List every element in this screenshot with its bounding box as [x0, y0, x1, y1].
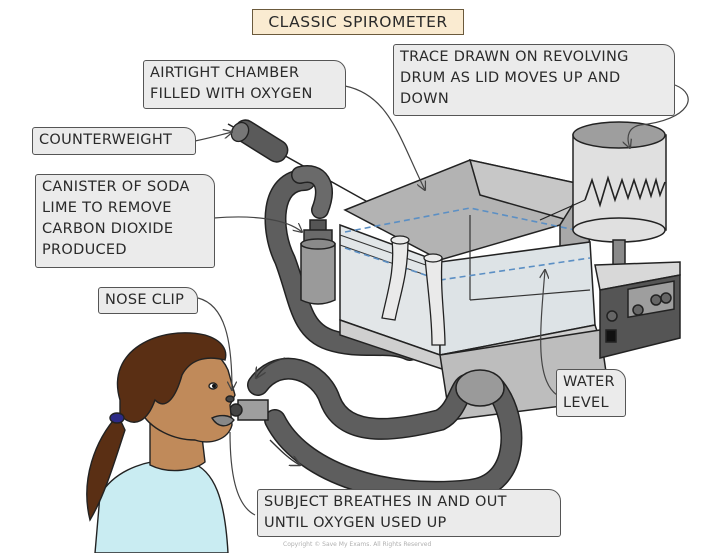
spirometer-lid	[343, 159, 591, 262]
water-tank	[339, 215, 611, 421]
control-box	[594, 261, 681, 359]
copyright-notice: Copyright © Save My Exams. All Rights Re…	[283, 541, 432, 548]
label-airtight-chamber: AIRTIGHT CHAMBER FILLED WITH OXYGEN	[143, 60, 346, 109]
inner-tubes	[381, 235, 446, 346]
airflow-arrows	[256, 357, 300, 465]
shirt	[94, 459, 229, 553]
open-mouth	[211, 414, 235, 427]
soda-lime-canister	[300, 219, 336, 305]
nose-clip-icon	[225, 395, 235, 403]
mouthpiece	[229, 399, 269, 421]
trace-line	[584, 175, 666, 208]
ponytail	[86, 413, 126, 522]
label-trace-drum: TRACE DRAWN ON REVOLVING DRUM AS LID MOV…	[393, 44, 675, 116]
label-counterweight: COUNTERWEIGHT	[32, 127, 196, 155]
label-nose-clip: NOSE CLIP	[98, 287, 198, 314]
subject-person	[86, 332, 236, 553]
label-water-level: WATER LEVEL	[556, 369, 626, 417]
hair-tie	[109, 412, 125, 424]
leader-lines	[194, 84, 689, 516]
hair	[117, 332, 227, 423]
breathing-tubes	[247, 357, 523, 503]
label-soda-lime: CANISTER OF SODA LIME TO REMOVE CARBON D…	[35, 174, 215, 268]
label-subject-breathes: SUBJECT BREATHES IN AND OUT UNTIL OXYGEN…	[257, 489, 561, 537]
diagram-title: CLASSIC SPIROMETER	[252, 9, 464, 35]
kymograph-drum	[539, 121, 667, 285]
